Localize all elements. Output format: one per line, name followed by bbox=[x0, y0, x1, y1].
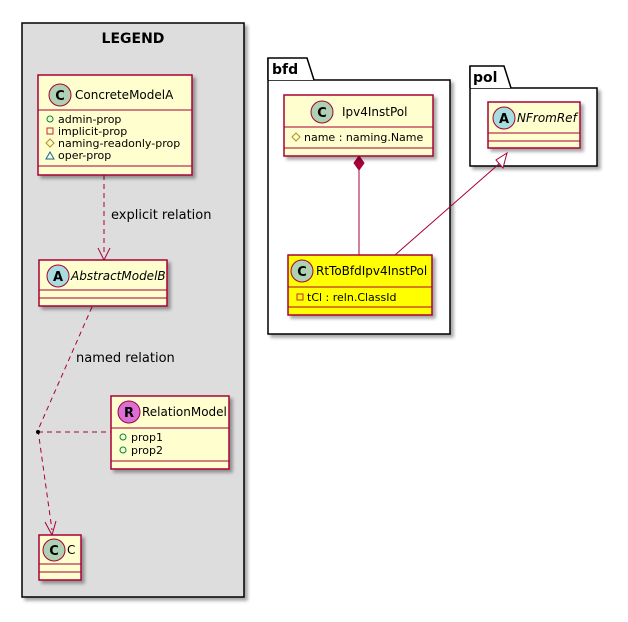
class-name: RtToBfdIpv4InstPol bbox=[316, 264, 427, 278]
explicit-relation-label: explicit relation bbox=[111, 208, 211, 223]
class-name: Ipv4InstPol bbox=[342, 105, 407, 119]
class-name: ConcreteModelA bbox=[75, 88, 174, 102]
class-rt-to-bfd-ipv4-inst-pol[interactable]: C RtToBfdIpv4InstPol tCl : reln.ClassId bbox=[287, 254, 433, 316]
attribute: prop1 bbox=[131, 431, 163, 444]
class-nfrom-ref[interactable]: A NFromRef bbox=[487, 101, 581, 149]
relation-stereotype-icon bbox=[117, 400, 141, 424]
protected-diamond-icon bbox=[291, 132, 301, 142]
named-relation-label: named relation bbox=[76, 351, 175, 366]
svg-text:C: C bbox=[317, 106, 327, 121]
attribute: implicit-prop bbox=[58, 125, 127, 138]
public-circle-icon bbox=[46, 115, 54, 123]
class-abstract-model-b[interactable]: A AbstractModelB bbox=[38, 259, 168, 307]
class-name: AbstractModelB bbox=[70, 269, 166, 283]
svg-text:R: R bbox=[124, 406, 134, 421]
association-point bbox=[36, 430, 40, 434]
package-name: pol bbox=[473, 70, 497, 86]
private-square-icon bbox=[46, 127, 54, 135]
class-ipv4-inst-pol[interactable]: C Ipv4InstPol name : naming.Name bbox=[283, 94, 434, 157]
attribute: prop2 bbox=[131, 444, 163, 457]
named-relation-line-upper bbox=[37, 306, 93, 431]
svg-text:C: C bbox=[297, 265, 307, 280]
class-name: NFromRef bbox=[517, 111, 579, 125]
abstract-stereotype-icon bbox=[492, 106, 516, 130]
package-name: bfd bbox=[272, 62, 298, 78]
named-relation-line-lower bbox=[37, 429, 53, 531]
class-concrete-model-a[interactable]: C ConcreteModelA admin-prop implicit-pro… bbox=[37, 74, 193, 176]
legend-title: LEGEND bbox=[102, 31, 165, 47]
attribute: tCl : reln.ClassId bbox=[307, 291, 397, 304]
composition-diamond bbox=[353, 155, 365, 171]
protected-diamond-icon bbox=[45, 138, 55, 148]
public-circle-icon bbox=[119, 446, 127, 454]
inheritance-triangle bbox=[495, 151, 508, 170]
attribute: oper-prop bbox=[58, 149, 111, 162]
package-relations bbox=[358, 162, 501, 256]
public-circle-icon bbox=[119, 433, 127, 441]
private-square-icon bbox=[296, 293, 304, 301]
package-triangle-icon bbox=[45, 150, 55, 160]
svg-text:A: A bbox=[53, 270, 63, 285]
class-stereotype-icon bbox=[48, 83, 72, 107]
class-name: C bbox=[67, 543, 75, 557]
attribute: admin-prop bbox=[58, 113, 121, 126]
attribute: name : naming.Name bbox=[304, 131, 424, 144]
inheritance-line bbox=[394, 162, 501, 256]
class-stereotype-icon bbox=[42, 538, 66, 562]
class-name: RelationModel bbox=[142, 405, 227, 419]
svg-text:C: C bbox=[55, 89, 65, 104]
class-relation-model[interactable]: R RelationModel prop1 prop2 bbox=[110, 395, 230, 470]
attribute: naming-readonly-prop bbox=[58, 137, 180, 150]
class-c[interactable]: C C bbox=[38, 534, 82, 581]
class-stereotype-icon bbox=[310, 100, 334, 124]
class-stereotype-icon bbox=[290, 259, 314, 283]
svg-text:C: C bbox=[49, 544, 59, 559]
svg-text:A: A bbox=[499, 112, 509, 127]
abstract-stereotype-icon bbox=[46, 264, 70, 288]
